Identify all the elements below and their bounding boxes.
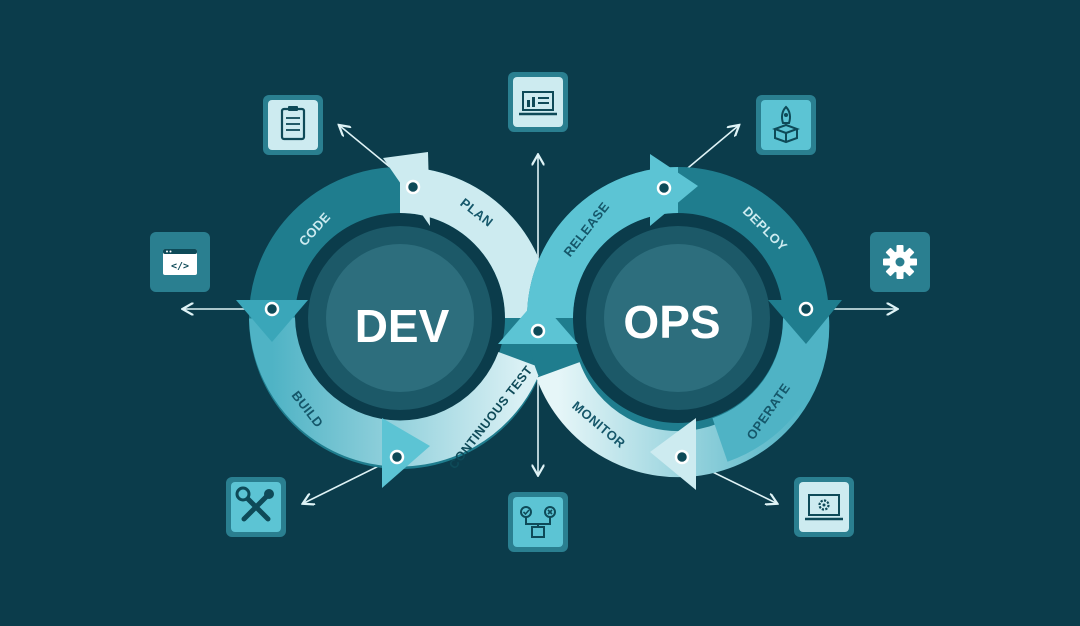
build-arrowhead: [382, 418, 430, 488]
workflow-icon: [508, 492, 568, 552]
build-dot: [389, 449, 405, 465]
operate-arrowhead: [650, 418, 696, 490]
rocket-box-icon: [756, 95, 816, 155]
laptop-gear-icon: [794, 477, 854, 537]
release-arrowhead: [650, 154, 698, 226]
code-arrowhead: [236, 300, 308, 342]
test-dot: [530, 323, 546, 339]
connector-dots: [264, 179, 814, 465]
deploy-dot: [798, 301, 814, 317]
svg-text:</>: </>: [171, 261, 189, 272]
deploy-arrowhead: [768, 300, 842, 344]
code-window-icon: </>: [150, 232, 210, 292]
dev-hub-inner: [326, 244, 474, 392]
ops-hub-inner: [604, 244, 752, 392]
ops-label: OPS: [623, 296, 720, 348]
dashboard-laptop-icon: [508, 72, 568, 132]
code-dot: [264, 301, 280, 317]
operate-dot: [674, 449, 690, 465]
infinity-loop: [236, 152, 842, 490]
gear-icon: [870, 232, 930, 292]
plan-dot: [405, 179, 421, 195]
dev-ring-bottom: [249, 317, 542, 467]
clipboard-icon: [263, 95, 323, 155]
tools-icon: [226, 477, 286, 537]
release-dot: [656, 180, 672, 196]
dev-label: DEV: [355, 300, 450, 352]
test-arrowhead: [498, 298, 578, 344]
